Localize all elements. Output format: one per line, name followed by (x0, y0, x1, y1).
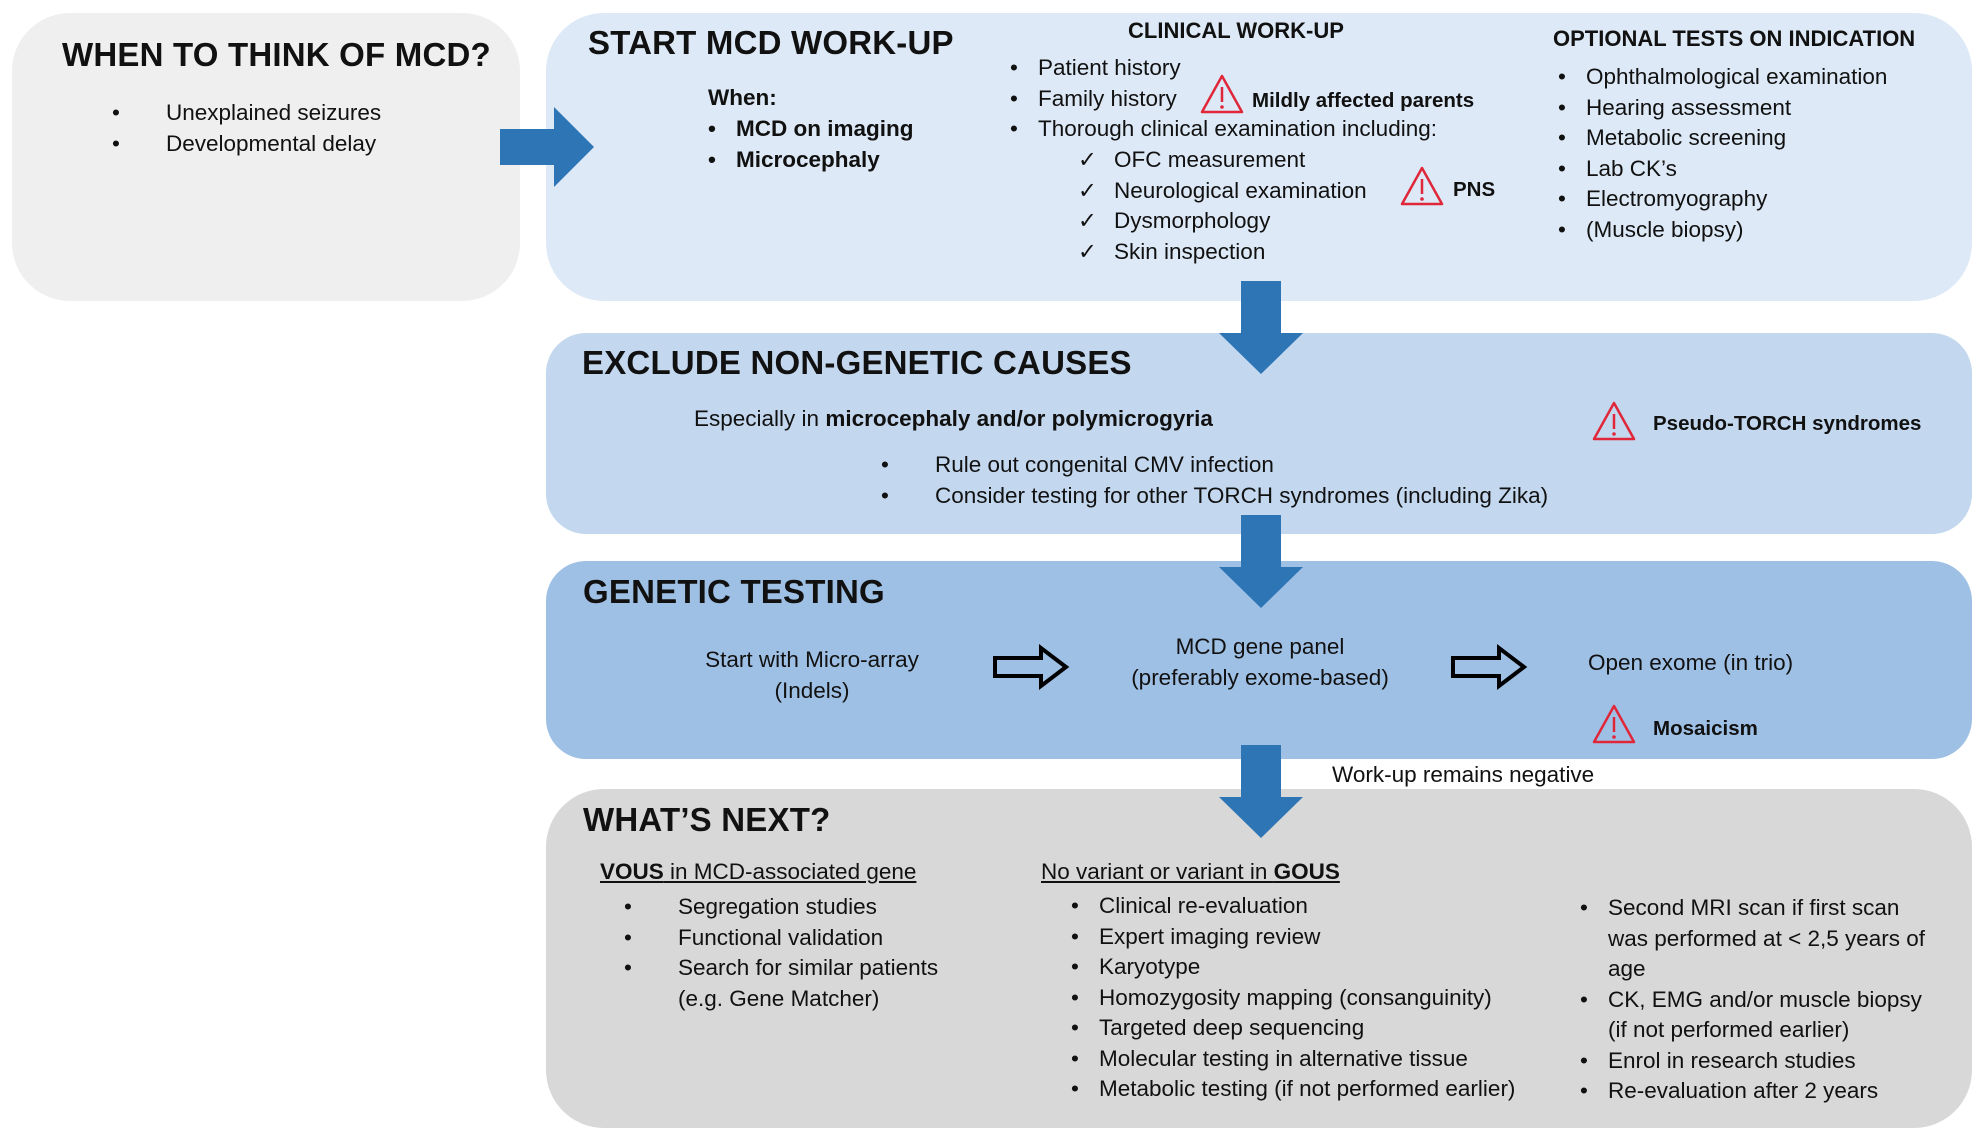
down-arrow-3 (1219, 745, 1303, 838)
warning-mildly-affected-parents: Mildly affected parents (1252, 89, 1475, 112)
arrow-note: Work-up remains negative (1332, 762, 1595, 787)
exclude-list: Rule out congenital CMV infection Consid… (877, 450, 1548, 511)
no-variant-heading-prefix: No variant or variant in (1041, 859, 1274, 884)
list-item: Functional validation (620, 923, 938, 954)
list-item: Patient history (1010, 53, 1437, 84)
when-criteria-list: MCD on imaging Microcephaly (708, 114, 913, 175)
list-item-line: CK, EMG and/or muscle biopsy (1608, 986, 1922, 1012)
list-item-line: (e.g. Gene Matcher) (678, 985, 880, 1011)
when-to-think-list: Unexplained seizures Developmental delay (108, 98, 381, 159)
list-item: Clinical re-evaluation (1071, 891, 1515, 922)
list-item: Expert imaging review (1071, 922, 1515, 953)
warning-pns: PNS (1453, 178, 1496, 201)
checklist-item: OFC measurement (1078, 145, 1367, 176)
warning-icon (1592, 401, 1636, 441)
list-item: Segregation studies (620, 892, 938, 923)
list-item: Ophthalmological examination (1558, 62, 1887, 93)
checklist-item: Skin inspection (1078, 237, 1367, 268)
list-item: Unexplained seizures (108, 98, 381, 129)
list-item: Thorough clinical examination including: (1010, 114, 1437, 145)
exclude-intro-bold: microcephaly and/or polymicrogyria (825, 406, 1213, 431)
list-item: Molecular testing in alternative tissue (1071, 1044, 1515, 1075)
warning-icon (1592, 704, 1636, 744)
step-micro-array: Start with Micro-array (Indels) (672, 645, 952, 706)
right-block-arrow (500, 107, 594, 187)
list-item: Electromyography (1558, 184, 1887, 215)
vous-list: Segregation studies Functional validatio… (620, 892, 938, 1014)
list-item: CK, EMG and/or muscle biopsy (if not per… (1580, 985, 1925, 1046)
no-variant-heading-bold: GOUS (1273, 859, 1340, 884)
clinical-workup-list: Patient history Family history Thorough … (1010, 53, 1437, 145)
list-item: Consider testing for other TORCH syndrom… (877, 481, 1548, 512)
list-item: Metabolic testing (if not performed earl… (1071, 1074, 1515, 1105)
warning-pseudo-torch: Pseudo-TORCH syndromes (1653, 412, 1922, 435)
list-item-line: Second MRI scan if first scan (1608, 895, 1900, 920)
list-item: Rule out congenital CMV infection (877, 450, 1548, 481)
list-item: Second MRI scan if first scan was perfor… (1580, 893, 1925, 985)
step-open-exome: Open exome (in trio) (1588, 650, 1794, 675)
checklist-item: Neurological examination (1078, 176, 1367, 207)
list-item: Search for similar patients (e.g. Gene M… (620, 953, 938, 1014)
list-item: Microcephaly (708, 145, 913, 176)
step-gene-panel: MCD gene panel (preferably exome-based) (1100, 632, 1420, 693)
exclude-title: EXCLUDE NON-GENETIC CAUSES (582, 344, 1132, 381)
list-item-line: was performed at < 2,5 years of (1608, 925, 1926, 951)
list-item: (Muscle biopsy) (1558, 215, 1887, 246)
down-arrow-1 (1219, 281, 1303, 374)
start-workup-title: START MCD WORK-UP (588, 24, 954, 61)
whats-next-title: WHAT’S NEXT? (583, 801, 831, 838)
vous-heading: VOUS in MCD-associated gene (600, 857, 916, 888)
step-label: MCD gene panel (1175, 634, 1345, 659)
no-variant-heading: No variant or variant in GOUS (1041, 857, 1340, 888)
optional-tests-heading: OPTIONAL TESTS ON INDICATION (1553, 26, 1916, 51)
vous-heading-bold: VOUS (600, 859, 664, 884)
list-item-line: age (1608, 956, 1646, 981)
list-item: Developmental delay (108, 129, 381, 160)
list-item-line: Search for similar patients (678, 955, 939, 980)
warning-mosaicism: Mosaicism (1653, 717, 1758, 740)
list-item: Targeted deep sequencing (1071, 1013, 1515, 1044)
list-item: Lab CK’s (1558, 154, 1887, 185)
list-item: Karyotype (1071, 952, 1515, 983)
optional-tests-list: Ophthalmological examination Hearing ass… (1558, 62, 1887, 245)
list-item: Homozygosity mapping (consanguinity) (1071, 983, 1515, 1014)
list-item-line: (if not performed earlier) (1608, 1017, 1850, 1042)
warning-icon (1400, 166, 1444, 206)
when-to-think-title: WHEN TO THINK OF MCD? (62, 36, 491, 73)
checklist-item: Dysmorphology (1078, 206, 1367, 237)
clinical-workup-heading: CLINICAL WORK-UP (1128, 18, 1344, 43)
further-steps-list: Second MRI scan if first scan was perfor… (1580, 893, 1925, 1107)
warning-icon (1200, 74, 1244, 114)
genetic-testing-title: GENETIC TESTING (583, 573, 885, 610)
list-item: Hearing assessment (1558, 93, 1887, 124)
exclude-intro: Especially in microcephaly and/or polymi… (694, 404, 1213, 435)
list-item: MCD on imaging (708, 114, 913, 145)
step-label: Start with Micro-array (705, 647, 919, 672)
outline-arrow-icon (993, 643, 1070, 691)
list-item: Enrol in research studies (1580, 1046, 1925, 1077)
no-variant-list: Clinical re-evaluation Expert imaging re… (1071, 891, 1515, 1105)
step-sublabel: (preferably exome-based) (1131, 664, 1389, 690)
list-item: Re-evaluation after 2 years (1580, 1076, 1925, 1107)
exam-checklist: OFC measurement Neurological examination… (1078, 145, 1367, 267)
vous-heading-rest: in MCD-associated gene (663, 859, 917, 884)
list-item: Family history (1010, 84, 1437, 115)
list-item: Metabolic screening (1558, 123, 1887, 154)
when-label: When: (708, 85, 777, 110)
outline-arrow-icon (1451, 643, 1528, 691)
exclude-intro-prefix: Especially in (694, 406, 826, 431)
step-sublabel: (Indels) (774, 677, 850, 703)
down-arrow-2 (1219, 515, 1303, 608)
